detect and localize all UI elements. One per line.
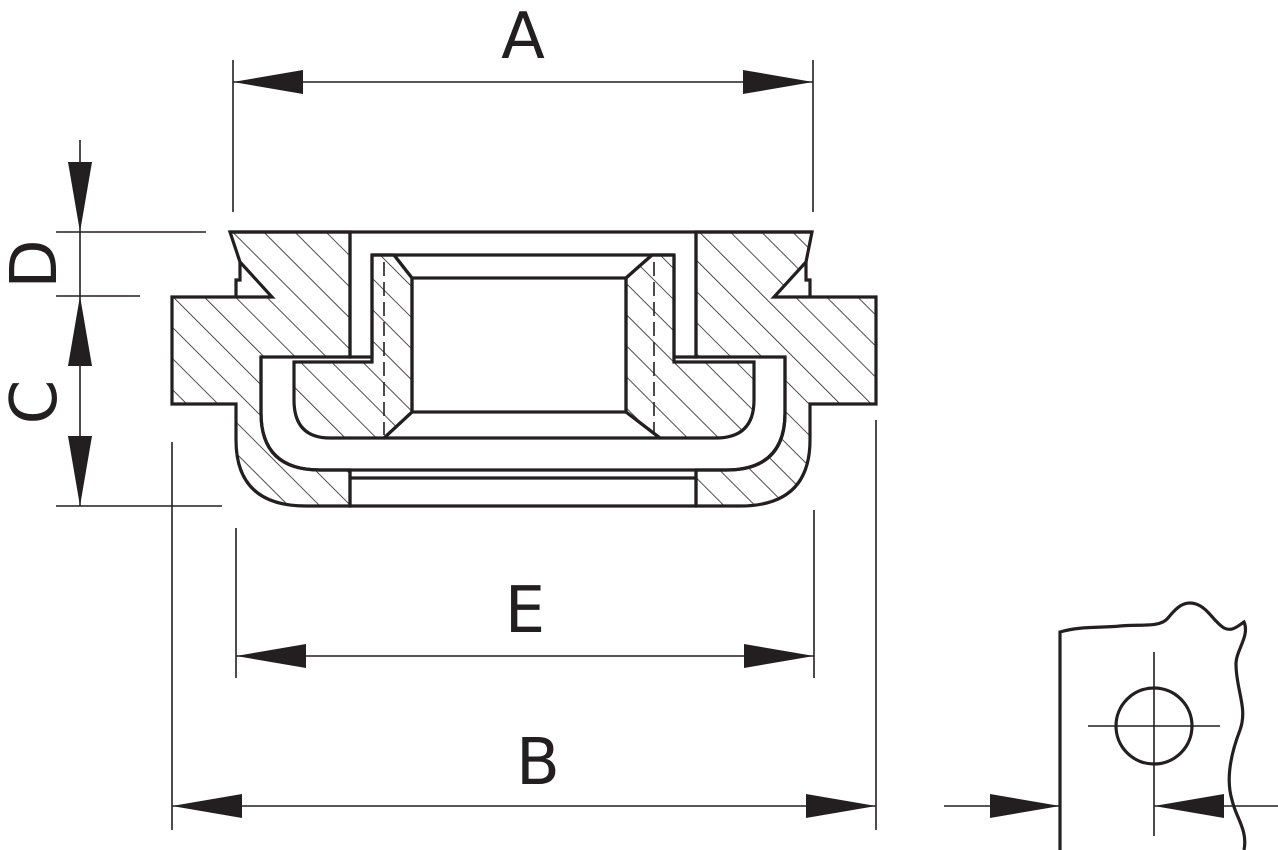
cross-section-view — [170, 230, 878, 508]
panel-outline — [1058, 601, 1247, 850]
dimension-e: E — [235, 510, 815, 678]
insert-bore — [410, 276, 628, 414]
dimension-c: C — [0, 296, 222, 507]
panel-detail-view — [944, 601, 1278, 850]
insert-bottom-edge — [382, 410, 661, 440]
dimension-c-label: C — [0, 380, 72, 425]
dimension-d: D — [0, 140, 206, 297]
opening-wall-right — [672, 232, 698, 359]
flange-step-left — [234, 262, 242, 297]
dimension-b-label: B — [516, 726, 560, 800]
dimension-e-label: E — [505, 574, 545, 648]
bottom-bar — [348, 470, 698, 508]
insert-chamfer-top — [392, 253, 654, 280]
flange-step-right — [804, 262, 812, 297]
thickness-arrow-right — [1154, 794, 1224, 818]
opening-wall-left — [348, 232, 374, 359]
thickness-arrow-left — [990, 794, 1060, 818]
dimension-a: A — [232, 0, 814, 212]
dimension-d-label: D — [0, 239, 72, 288]
channel-outline — [259, 357, 787, 472]
dimension-a-label: A — [501, 0, 545, 74]
